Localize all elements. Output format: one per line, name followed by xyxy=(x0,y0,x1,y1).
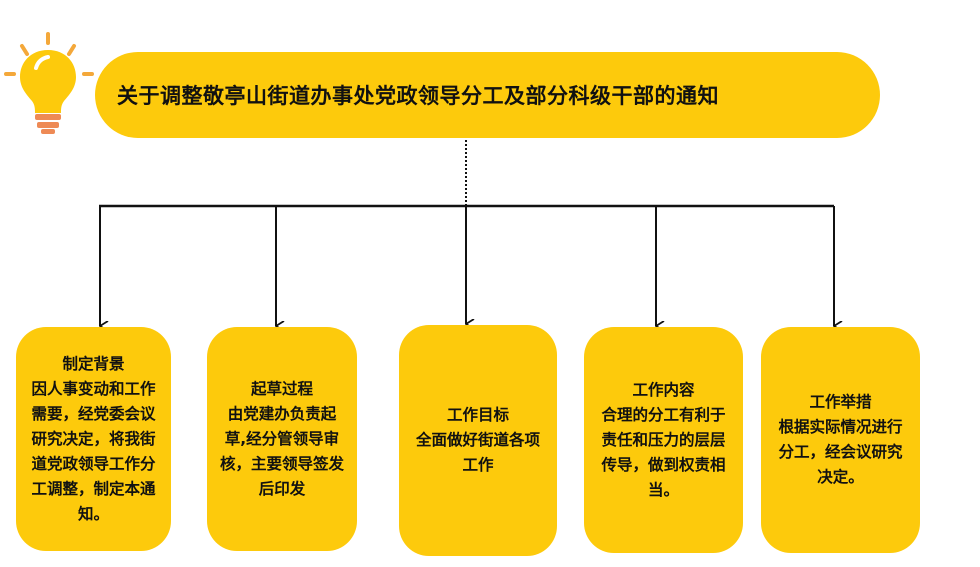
title-banner: 关于调整敬亭山街道办事处党政领导分工及部分科级干部的通知 xyxy=(95,52,880,138)
box-background: 制定背景 因人事变动和工作需要，经党委会议研究决定，将我街道党政领导工作分工调整… xyxy=(16,327,171,551)
box-measures: 工作举措 根据实际情况进行分工，经会议研究决定。 xyxy=(761,327,920,553)
title-text: 关于调整敬亭山街道办事处党政领导分工及部分科级干部的通知 xyxy=(117,84,719,108)
box-text: 根据实际情况进行分工，经会议研究决定。 xyxy=(778,418,903,486)
box-text: 全面做好街道各项工作 xyxy=(415,431,540,474)
box-text: 因人事变动和工作需要，经党委会议研究决定，将我街道党政领导工作分工调整，制定本通… xyxy=(31,379,156,523)
box-heading: 工作目标 xyxy=(446,406,509,424)
box-heading: 制定背景 xyxy=(62,354,125,373)
box-drafting: 起草过程 由党建办负责起草,经分管领导审核，主要领导签发后印发 xyxy=(207,327,357,551)
box-heading: 工作举措 xyxy=(809,393,872,411)
box-goal: 工作目标 全面做好街道各项工作 xyxy=(399,325,557,556)
box-heading: 工作内容 xyxy=(632,380,695,399)
box-heading: 起草过程 xyxy=(250,379,313,398)
box-text: 合理的分工有利于责任和压力的层层传导，做到权责相当。 xyxy=(601,405,726,499)
lightbulb-icon xyxy=(4,32,94,134)
box-text: 由党建办负责起草,经分管领导审核，主要领导签发后印发 xyxy=(219,404,344,498)
box-content: 工作内容 合理的分工有利于责任和压力的层层传导，做到权责相当。 xyxy=(584,327,743,553)
